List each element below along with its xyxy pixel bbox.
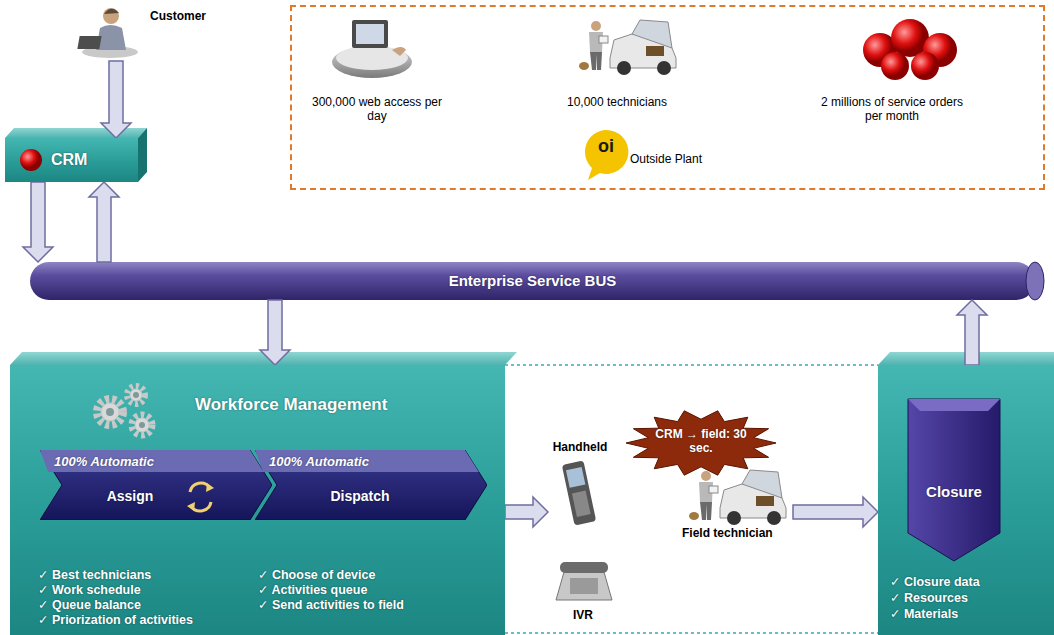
block-arrow <box>89 182 119 262</box>
actor: Customer <box>75 3 225 61</box>
field-region <box>505 365 878 633</box>
web-access-icon <box>332 20 412 78</box>
node-text: CRM → field: 30 sec. <box>654 427 748 456</box>
outside-plant-panel: 300,000 web access per day 10,000 technic… <box>290 5 1045 190</box>
ivr-phone-icon <box>556 562 612 600</box>
box-bevel <box>5 128 1054 365</box>
service-bus: Enterprise Service BUS <box>30 262 1035 300</box>
service-orders-icon <box>863 19 957 80</box>
checklist-item: ✓ Send activities to field <box>258 598 498 613</box>
node-text: Dispatch <box>305 488 415 505</box>
checklist-item: ✓ Choose of device <box>258 568 498 583</box>
actor: Field technician <box>648 466 793 546</box>
logo-text: oi <box>592 136 620 158</box>
checklist-item: ✓ Work schedule <box>38 583 253 598</box>
block-arrow <box>957 300 987 365</box>
node-text: Handheld <box>548 440 612 454</box>
node-text: Assign <box>80 488 180 505</box>
customer-icon <box>77 8 138 58</box>
node-text: IVR <box>548 608 618 622</box>
node-text: CRM <box>51 150 131 169</box>
checklist-item: ✓ Closure data <box>890 575 1050 590</box>
technician-car-icon <box>689 470 786 525</box>
closure-box: Closure ✓ Closure data✓ Resources✓ Materi… <box>878 365 1054 635</box>
node-text: 10,000 technicians <box>552 95 682 109</box>
checklist-item: ✓ Priorization of activities <box>38 613 253 628</box>
node-text: Field technician <box>682 526 793 540</box>
node-text: 100% Automatic <box>54 454 204 470</box>
checklist-item: ✓ Best technicians <box>38 568 253 583</box>
checklist-item: ✓ Queue balance <box>38 598 253 613</box>
process-chevron: 100% AutomaticAssign <box>40 450 272 520</box>
checklist-item: ✓ Activities queue <box>258 583 498 598</box>
node-text: Enterprise Service BUS <box>30 272 1035 290</box>
block-arrow <box>23 182 53 262</box>
block-arrow <box>505 497 548 527</box>
checklist-item: Workforce Management <box>195 395 465 415</box>
block-arrow <box>101 61 131 138</box>
block-arrow <box>793 497 878 527</box>
checklist-item: ✓ Materials <box>890 607 1050 622</box>
system-box: CRM <box>5 138 138 182</box>
device-icon: IVR <box>548 556 618 632</box>
node-text: 2 millions of service orders per month <box>812 95 972 124</box>
bus-pipe <box>30 262 1044 300</box>
node-text: Customer <box>150 9 225 23</box>
node-text: Outside Plant <box>630 152 740 166</box>
oi-logo <box>585 130 628 180</box>
node-text: 100% Automatic <box>269 454 419 470</box>
checklist-item: ✓ Resources <box>890 591 1050 606</box>
technician-car-icon <box>579 20 676 75</box>
node-text: 300,000 web access per day <box>302 95 452 124</box>
callout-starburst: CRM → field: 30 sec. <box>626 410 776 476</box>
block-arrow <box>260 300 290 365</box>
process-chevron: 100% AutomaticDispatch <box>255 450 487 520</box>
device-icon: Handheld <box>548 440 612 535</box>
workforce-management-box: 100% AutomaticAssign100% AutomaticDispat… <box>10 365 505 635</box>
checklist-item: Closure <box>894 483 1014 501</box>
handheld-icon <box>562 460 596 525</box>
